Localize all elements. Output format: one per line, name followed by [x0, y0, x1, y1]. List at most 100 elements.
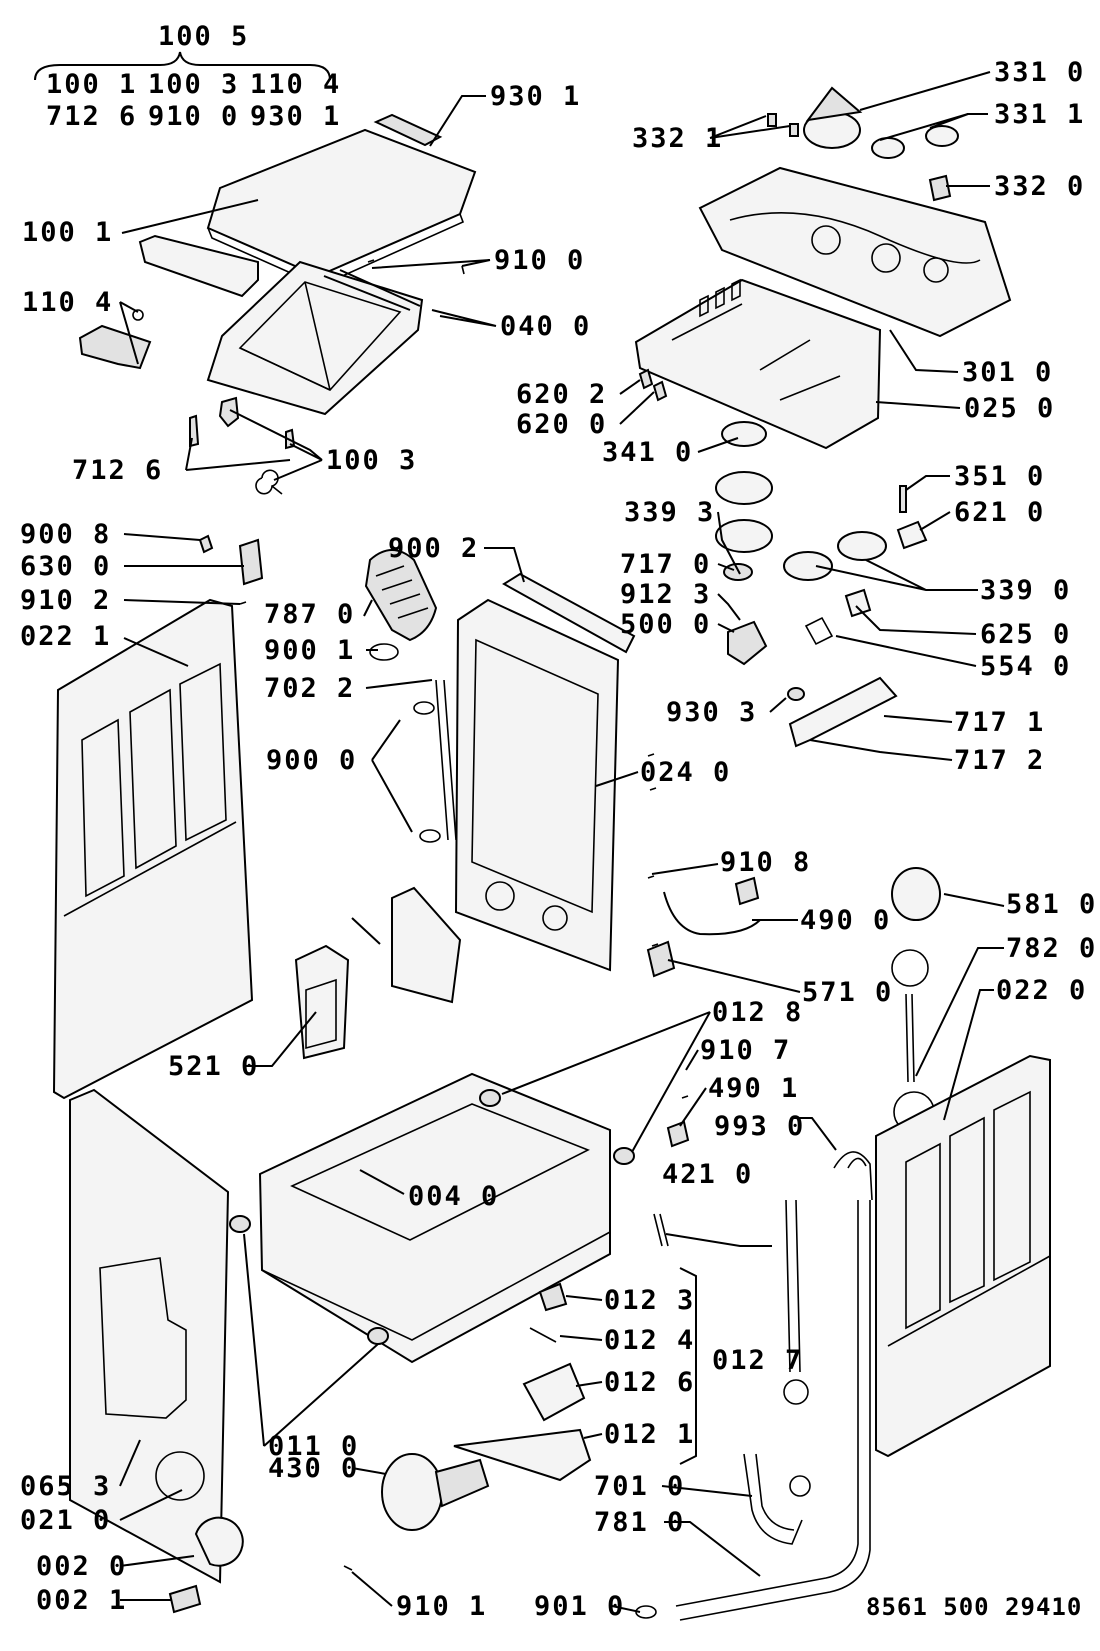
callout-100-1: 100 1 [22, 217, 114, 248]
clamp-900-0a [413, 701, 435, 715]
part-421 [653, 1213, 669, 1247]
callout-011-0: 011 0 [268, 1431, 360, 1462]
callout-004-0: 004 0 [408, 1181, 500, 1212]
callout-341-0: 341 0 [602, 437, 694, 468]
kit-label: 100 5 [158, 21, 250, 52]
part-930-3 [787, 687, 805, 701]
callout-912-3: 912 3 [620, 579, 712, 610]
callout-100-3: 100 3 [326, 445, 418, 476]
callout-022-1: 022 1 [20, 621, 112, 652]
kit-item: 930 1 [250, 101, 342, 132]
part-012-6 [522, 1362, 586, 1422]
crossbar-900-2 [502, 572, 636, 654]
callout-490-0: 490 0 [800, 905, 892, 936]
callout-002-0: 002 0 [36, 1551, 128, 1582]
callout-521-0: 521 0 [168, 1051, 260, 1082]
duct-521 [294, 944, 350, 1060]
drawing-number: 8561 500 29410 [866, 1593, 1083, 1621]
clip-620-2 [638, 368, 654, 390]
back-frame [454, 598, 620, 972]
callout-012-7: 012 7 [712, 1345, 804, 1376]
bracket-621 [896, 520, 928, 550]
part-012-1 [453, 1428, 592, 1482]
callout-625-0: 625 0 [980, 619, 1072, 650]
callout-620-2: 620 2 [516, 379, 608, 410]
kit-item: 100 1 [46, 69, 138, 100]
callout-910-2: 910 2 [20, 585, 112, 616]
front-trim [78, 234, 259, 370]
cover-002-0 [194, 1516, 244, 1567]
callout-065-3: 065 3 [20, 1471, 112, 1502]
callout-910-1: 910 1 [396, 1591, 488, 1622]
callout-910-7: 910 7 [700, 1035, 792, 1066]
callout-024-0: 024 0 [640, 757, 732, 788]
hose-993 [833, 1151, 873, 1201]
knob-cap [928, 174, 952, 202]
callout-621-0: 621 0 [954, 497, 1046, 528]
pulley-581 [891, 867, 941, 921]
part-554 [804, 616, 834, 646]
control-panel [698, 166, 1012, 338]
callout-701-0: 701 0 [594, 1471, 686, 1502]
part-490-1 [666, 1120, 690, 1148]
sensor-351 [899, 485, 907, 513]
callout-993-0: 993 0 [714, 1111, 806, 1142]
programmer-discs [715, 421, 887, 581]
callout-900-0: 900 0 [266, 745, 358, 776]
callout-712-6: 712 6 [72, 455, 164, 486]
foot-012-8b [613, 1147, 635, 1165]
callout-110-4: 110 4 [22, 287, 114, 318]
panel-support [634, 278, 882, 450]
callout-012-8: 012 8 [712, 997, 804, 1028]
callout-900-1: 900 1 [264, 635, 356, 666]
callout-900-2: 900 2 [388, 533, 480, 564]
callout-430-0: 430 0 [268, 1453, 360, 1484]
callout-901-0: 901 0 [534, 1591, 626, 1622]
callout-630-0: 630 0 [20, 551, 112, 582]
callout-581-0: 581 0 [1006, 889, 1098, 920]
callout-900-8: 900 8 [20, 519, 112, 550]
callout-781-0: 781 0 [594, 1507, 686, 1538]
mains-cable [663, 891, 761, 936]
door-lock-500 [727, 620, 768, 666]
callout-500-0: 500 0 [620, 609, 712, 640]
hose-701 [743, 1453, 803, 1545]
kit-item: 910 0 [148, 101, 240, 132]
callout-571-0: 571 0 [802, 977, 894, 1008]
left-side-panel [52, 598, 254, 1100]
program-knob [803, 86, 863, 149]
clamp-900-1 [369, 643, 399, 661]
tube-rod [785, 1199, 801, 1373]
callout-040-0: 040 0 [500, 311, 592, 342]
callout-787-0: 787 0 [264, 599, 356, 630]
ring-782a [891, 949, 929, 987]
callout-620-0: 620 0 [516, 409, 608, 440]
callout-012-1: 012 1 [604, 1419, 696, 1450]
part-625 [844, 588, 872, 618]
tube-702-2 [435, 679, 457, 841]
callout-351-0: 351 0 [954, 461, 1046, 492]
callout-717-2: 717 2 [954, 745, 1046, 776]
hinge-part [218, 396, 240, 428]
callout-339-0: 339 0 [980, 575, 1072, 606]
part-012-3 [538, 1282, 568, 1312]
small-screws [239, 259, 689, 1099]
kit-item: 100 3 [148, 69, 240, 100]
callout-910-8: 910 8 [720, 847, 812, 878]
callout-331-1: 331 1 [994, 99, 1086, 130]
callout-012-3: 012 3 [604, 1285, 696, 1316]
callout-002-1: 002 1 [36, 1585, 128, 1616]
callout-910-0: 910 0 [494, 245, 586, 276]
base-frame [258, 1072, 611, 1364]
lid-frame [206, 260, 424, 416]
foot-012-8a [479, 1089, 501, 1107]
callout-301-0: 301 0 [962, 357, 1054, 388]
callout-554-0: 554 0 [980, 651, 1072, 682]
screw-910-1 [343, 1565, 353, 1571]
callout-717-1: 717 1 [954, 707, 1046, 738]
foot-011-0b [367, 1327, 389, 1345]
ring-hose [783, 1379, 809, 1405]
foot-011-0a [229, 1215, 251, 1233]
